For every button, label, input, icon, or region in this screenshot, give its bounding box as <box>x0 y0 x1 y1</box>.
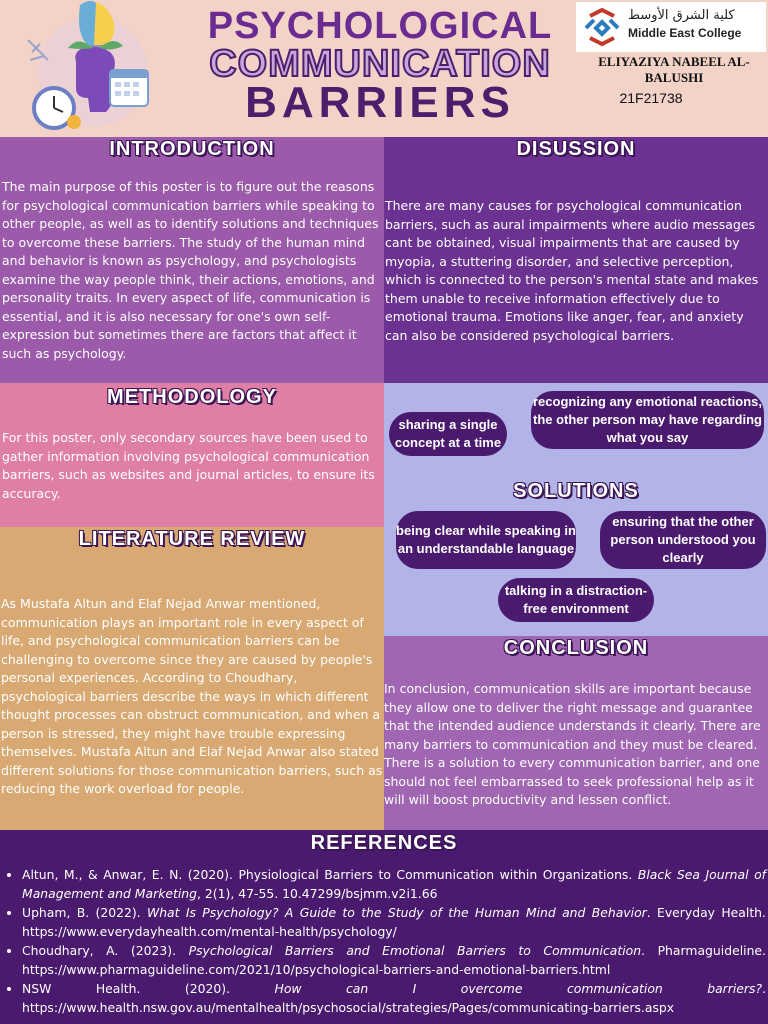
discussion-panel: DISUSSION There are many causes for psyc… <box>384 137 768 383</box>
reference-text: Altun, M., & Anwar, E. N. (2020). Physio… <box>22 867 638 882</box>
title-line-3: BARRIERS <box>245 78 515 127</box>
references-heading: REFERENCES <box>310 832 458 854</box>
reference-text: Choudhary, A. (2023). <box>22 943 189 958</box>
logo-english-text: Middle East College <box>628 26 742 40</box>
reference-item: Altun, M., & Anwar, E. N. (2020). Physio… <box>22 866 766 903</box>
discussion-heading: DISUSSION <box>516 138 636 160</box>
discussion-text: There are many causes for psychological … <box>385 198 759 343</box>
poster-header: PSYCHOLOGICAL COMMUNICATION BARRIERS كلي… <box>0 0 768 137</box>
reference-title: Psychological Barriers and Emotional Bar… <box>188 943 642 958</box>
conclusion-text: In conclusion, communication skills are … <box>384 681 761 807</box>
college-logo: كلية الشرق الأوسط Middle East College <box>576 2 766 52</box>
methodology-heading: METHODOLOGY <box>107 386 277 408</box>
solution-item: being clear while speaking in an underst… <box>396 511 576 569</box>
solutions-panel: sharing a single concept at a time recog… <box>384 383 768 636</box>
solution-item: ensuring that the other person understoo… <box>600 511 766 569</box>
solutions-heading: SOLUTIONS <box>513 480 639 502</box>
reference-item: Choudhary, A. (2023). Psychological Barr… <box>22 942 766 979</box>
methodology-panel: METHODOLOGY For this poster, only second… <box>0 383 384 527</box>
reference-title: What Is Psychology? A Guide to the Study… <box>146 905 647 920</box>
solution-item: sharing a single concept at a time <box>389 412 507 456</box>
literature-review-heading: LITERATURE REVIEW <box>78 528 306 550</box>
references-list: Altun, M., & Anwar, E. N. (2020). Physio… <box>0 866 766 1018</box>
conclusion-heading: CONCLUSION <box>503 637 649 659</box>
conclusion-panel: CONCLUSION In conclusion, communication … <box>384 636 768 830</box>
reference-text: . https://www.health.nsw.gov.au/mentalhe… <box>22 981 767 1015</box>
reference-item: Upham, B. (2022). What Is Psychology? A … <box>22 904 766 941</box>
reference-text: , 2(1), 47-55. 10.47299/bsjmm.v2i1.66 <box>197 885 438 901</box>
college-emblem-icon <box>584 7 620 47</box>
student-id: 21F21738 <box>619 90 683 106</box>
introduction-text: The main purpose of this poster is to fi… <box>2 179 379 361</box>
solution-item: talking in a distraction-free environmen… <box>498 578 654 622</box>
methodology-text: For this poster, only secondary sources … <box>2 430 375 501</box>
literature-review-panel: LITERATURE REVIEW As Mustafa Altun and E… <box>0 527 384 830</box>
references-panel: REFERENCES Altun, M., & Anwar, E. N. (20… <box>0 830 768 1024</box>
title-line-1: PSYCHOLOGICAL <box>207 5 553 47</box>
reference-title: How can I overcome communication barrier… <box>274 981 763 996</box>
reference-title: Black Sea Journal of Management and Mark… <box>22 867 767 901</box>
reference-item: NSW Health. (2020). How can I overcome c… <box>22 980 766 1017</box>
reference-text: . Pharmaguideline. https://www.pharmagui… <box>22 943 766 977</box>
reference-text: Upham, B. (2022). <box>22 905 147 920</box>
solution-item: recognizing any emotional reactions, the… <box>531 391 764 449</box>
brain-lightbulb-illustration <box>27 0 149 130</box>
author-name: ELIYAZIYA NABEEL AL-BALUSHI <box>598 54 750 85</box>
reference-text: . Everyday Health. https://www.everydayh… <box>22 905 766 939</box>
literature-review-text: As Mustafa Altun and Elaf Nejad Anwar me… <box>1 596 383 796</box>
introduction-panel: INTRODUCTION The main purpose of this po… <box>0 137 384 383</box>
title-line-2: COMMUNICATION <box>208 42 551 86</box>
introduction-heading: INTRODUCTION <box>109 138 275 160</box>
reference-text: NSW Health. (2020). <box>22 981 275 996</box>
logo-arabic-text: كلية الشرق الأوسط <box>628 8 735 23</box>
